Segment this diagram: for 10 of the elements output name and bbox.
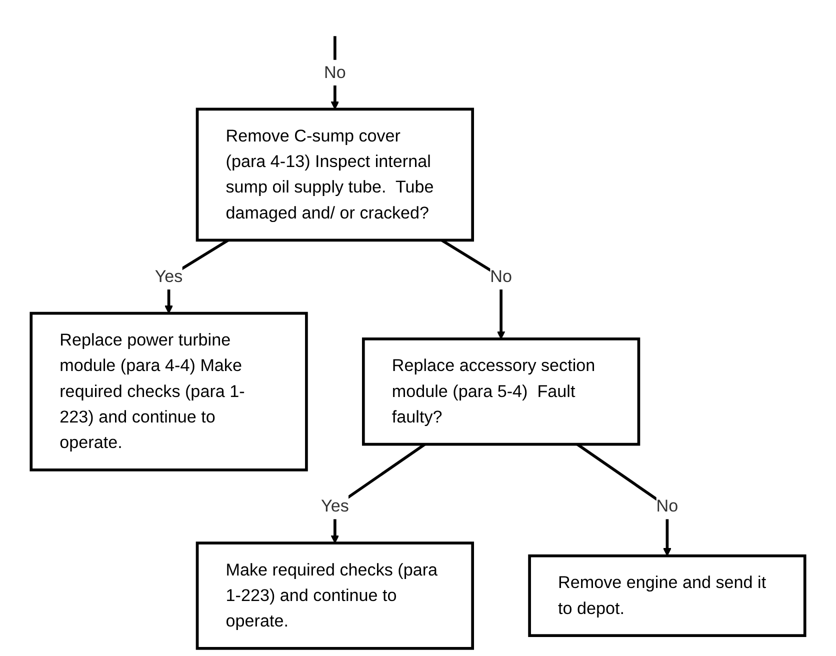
node-box: Replace accessory section module (para 5-4) Fault faulty? bbox=[362, 338, 640, 446]
node-box: Remove C-sump cover (para 4-13) Inspect internal sump oil supply tube. Tube damaged and/ or cracked? bbox=[196, 108, 474, 242]
edge-label: No bbox=[324, 62, 346, 82]
node-box: Make required checks (para 1-223) and continue to operate. bbox=[196, 542, 474, 650]
edge-label: No bbox=[490, 266, 512, 286]
node-box: Remove engine and send it to depot. bbox=[528, 554, 806, 638]
edge-label: Yes bbox=[320, 496, 349, 516]
node-box: Replace power turbine module (para 4-4) Make required checks (para 1-223) and continue to operate. bbox=[30, 312, 308, 472]
edge-label: Yes bbox=[154, 266, 183, 286]
edge-label: No bbox=[656, 496, 678, 516]
